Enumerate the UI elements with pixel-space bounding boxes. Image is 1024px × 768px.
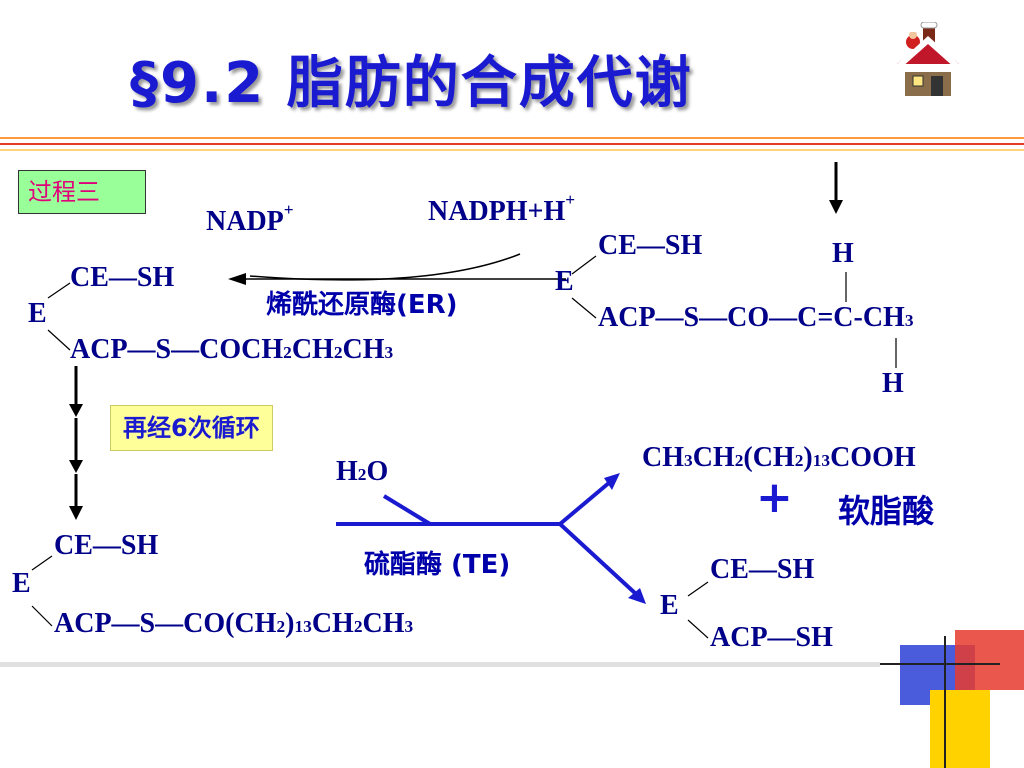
nadp-charge: +: [283, 200, 294, 219]
acid-part: CH: [692, 442, 735, 473]
substrate1-h-bottom: H: [882, 368, 904, 399]
acid-sub: 2: [734, 451, 744, 470]
water-h: H: [336, 456, 358, 487]
product1-acp-sub: 2: [283, 343, 292, 362]
water-o: O: [366, 456, 389, 487]
substrate1-acp: ACP—S—CO—C=C-CH3: [598, 302, 914, 334]
product1-acp-part: ACP—S—COCH: [70, 334, 284, 365]
product2-e: E: [660, 590, 679, 621]
water-label: H2O: [336, 456, 388, 488]
substrate2-acp-part: ): [285, 608, 295, 639]
substrate2-e: E: [12, 568, 31, 599]
acid-part: ): [803, 442, 813, 473]
snow-house-icon[interactable]: [893, 21, 963, 102]
nadph-charge: +: [565, 190, 576, 209]
nadph-text: NADPH+H: [428, 196, 566, 227]
acid-sub: 3: [684, 451, 693, 470]
color-blocks-decoration: [0, 630, 1024, 768]
acid-sub: 13: [812, 451, 831, 470]
product1-ce: CE—SH: [70, 262, 175, 293]
acid-sub: 2: [794, 451, 804, 470]
substrate2-acp: ACP—S—CO(CH2)13CH2CH3: [54, 608, 413, 640]
substrate1-e: E: [555, 266, 574, 297]
substrate2-acp-sub: 2: [276, 617, 286, 636]
te-enzyme-label: 硫酯酶 (TE): [364, 550, 511, 580]
substrate2-acp-sub: 13: [294, 617, 312, 636]
substrate1-acp-text: ACP—S—CO—C=C-CH: [598, 302, 905, 333]
substrate2-acp-sub: 2: [353, 617, 363, 636]
substrate1-ce: CE—SH: [598, 230, 703, 261]
substrate1-acp-sub: 3: [904, 311, 914, 330]
product1-acp-sub: 3: [384, 343, 394, 362]
acid-part: COOH: [830, 442, 916, 473]
substrate2-acp-part: CH: [311, 608, 354, 639]
substrate2-ce: CE—SH: [54, 530, 159, 561]
palmitic-acid-formula: CH3CH2(CH2)13COOH: [642, 442, 916, 474]
plus-sign: +: [756, 472, 793, 523]
substrate2-acp-part: ACP—S—CO(CH: [54, 608, 277, 639]
product1-acp-part: CH: [291, 334, 334, 365]
product2-acp: ACP—SH: [710, 622, 833, 653]
product1-acp-sub: 2: [333, 343, 343, 362]
process-label: 过程三: [18, 170, 146, 214]
product1-acp: ACP—S—COCH2CH2CH3: [70, 334, 393, 366]
product2-ce: CE—SH: [710, 554, 815, 585]
acid-part: (CH: [743, 442, 795, 473]
slide-title: §9.2 脂肪的合成代谢: [130, 51, 693, 116]
nadp-label: NADP+: [206, 200, 294, 238]
substrate2-acp-sub: 3: [404, 617, 414, 636]
acid-part: CH: [642, 442, 684, 473]
product1-acp-part: CH: [342, 334, 385, 365]
water-sub: 2: [357, 465, 367, 484]
er-enzyme-label: 烯酰还原酶(ER): [266, 290, 458, 320]
substrate1-h-top: H: [832, 238, 854, 269]
nadp-text: NADP: [206, 206, 284, 237]
palmitic-acid-name: 软脂酸: [838, 492, 935, 530]
product1-e: E: [28, 298, 47, 329]
substrate2-acp-part: CH: [362, 608, 405, 639]
nadph-label: NADPH+H+: [428, 190, 575, 228]
cycle-label: 再经6次循环: [110, 405, 273, 451]
